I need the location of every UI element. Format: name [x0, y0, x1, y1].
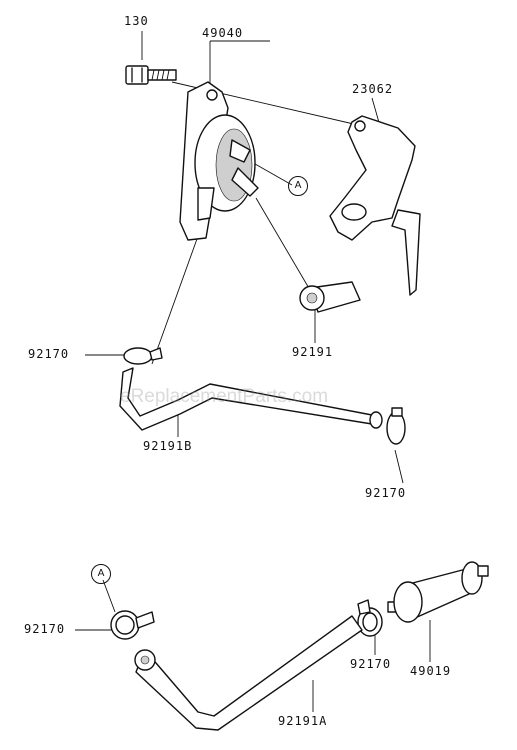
- label-bracket-23062: 23062: [352, 82, 394, 96]
- label-lower-hose-92191A: 92191A: [278, 714, 328, 728]
- bolt-130: [125, 65, 177, 85]
- label-clamp-lower-right-92170: 92170: [350, 657, 392, 671]
- clamp-lower-left: [110, 610, 155, 640]
- label-short-hose-92191: 92191: [292, 345, 334, 359]
- clamp-upper-left: [123, 347, 163, 365]
- label-long-hose-92191B: 92191B: [143, 439, 193, 453]
- short-hose-92191: [299, 281, 361, 313]
- clamp-lower-right: [357, 599, 383, 637]
- callout-a-lower: A: [91, 564, 111, 584]
- callout-a-upper: A: [288, 176, 308, 196]
- fuel-pump-49040: [179, 81, 259, 241]
- clamp-upper-right: [386, 407, 406, 445]
- label-fuel-pump-49040: 49040: [202, 26, 244, 40]
- label-bolt-130: 130: [124, 14, 149, 28]
- label-clamp-upper-right-92170: 92170: [365, 486, 407, 500]
- fuel-filter-49019: [387, 561, 489, 623]
- lower-hose-92191A: [134, 615, 363, 731]
- label-clamp-upper-left-92170: 92170: [28, 347, 70, 361]
- bracket-23062: [329, 115, 421, 296]
- label-fuel-filter-49019: 49019: [410, 664, 452, 678]
- leader-lines: [75, 31, 431, 712]
- long-hose-92191B: [119, 367, 383, 431]
- label-clamp-lower-left-92170: 92170: [24, 622, 66, 636]
- watermark: eReplacementParts.com: [120, 386, 329, 407]
